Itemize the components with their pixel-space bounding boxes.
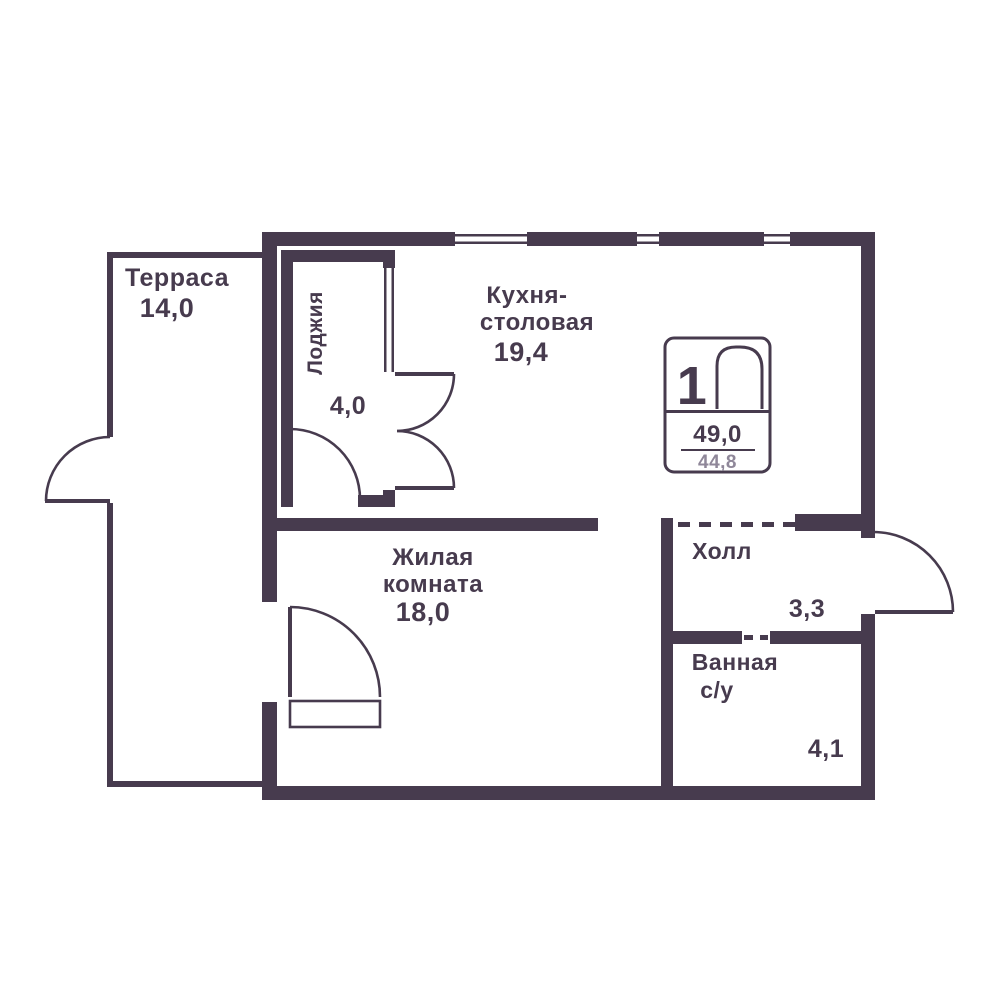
badge-divider: [666, 410, 769, 413]
apartment-badge: 1 49,0 44,8: [663, 336, 772, 474]
wall-hall-bathroom-left: [661, 631, 742, 644]
loggia-wall-right-stub-top: [383, 250, 395, 268]
loggia-wall-bottom: [358, 495, 395, 507]
living-door-leaf: [288, 607, 292, 697]
room-label-hall: Холл: [692, 538, 752, 564]
wall-right-lower: [861, 614, 875, 800]
outer-walls: [262, 232, 875, 800]
window-small-icon: [764, 234, 790, 237]
room-area-loggia: 4,0: [330, 392, 366, 420]
terrace-door-leaf: [45, 499, 110, 503]
windows-top-wall: [455, 232, 790, 246]
entrance-door: [872, 530, 955, 614]
room-label-bathroom-2: с/у: [700, 677, 733, 703]
room-label-living-line2: комната: [383, 571, 483, 598]
room-label-bathroom: Ванная: [692, 649, 778, 675]
wall-top: [262, 232, 875, 246]
loggia-door: [288, 427, 362, 500]
window-small-icon: [637, 234, 659, 237]
badge-divider-thin: [681, 449, 755, 451]
wall-hall-bathroom-right: [770, 631, 861, 644]
kitchen-double-door: [395, 372, 456, 490]
kitchen-door-leaf-bottom: [395, 486, 454, 490]
living-door-sill: [288, 699, 382, 729]
room-area-bathroom: 4,1: [808, 735, 844, 763]
loggia-window-icon: [384, 268, 387, 372]
room-label-terrace: Терраса: [125, 264, 230, 292]
wall-left-lower: [262, 702, 277, 800]
loggia-wall-top: [281, 250, 395, 262]
interior-walls: [276, 514, 861, 787]
kitchen-door-arc-icon: [396, 429, 456, 489]
wall-right-upper: [861, 232, 875, 538]
living-door-arc-icon: [289, 605, 382, 698]
room-label-kitchen-line1: Кухня-: [486, 282, 567, 309]
loggia-walls: [281, 250, 395, 507]
wall-bottom: [262, 786, 875, 800]
terrace-wall-left-lower: [107, 503, 113, 787]
window-kitchen-icon: [455, 234, 527, 237]
room-label-living-line1: Жилая: [391, 544, 474, 571]
terrace-walls: [107, 252, 262, 787]
living-terrace-door: [288, 605, 382, 729]
window-small-icon: [764, 241, 790, 244]
kitchen-door-arc-icon: [396, 373, 456, 433]
loggia-window-icon: [391, 268, 394, 372]
kitchen-door-leaf-top: [395, 372, 454, 376]
terrace-wall-left-upper: [107, 252, 113, 437]
wall-living-hall: [661, 518, 673, 787]
badge-area-bottom: 44,8: [698, 452, 737, 473]
loggia-door-arc-icon: [289, 427, 362, 500]
room-area-living: 18,0: [396, 597, 451, 627]
badge-area-top: 49,0: [693, 421, 742, 448]
room-label-kitchen-line2: столовая: [480, 309, 594, 336]
room-area-terrace: 14,0: [140, 293, 195, 323]
wall-left-upper: [262, 232, 277, 602]
terrace-wall-top: [107, 252, 262, 258]
wall-kitchen-living: [276, 518, 598, 531]
terrace-wall-bottom: [107, 781, 262, 787]
door-frame-icon: [715, 345, 764, 409]
room-area-hall: 3,3: [789, 595, 825, 623]
terrace-door: [44, 435, 111, 503]
window-kitchen-icon: [455, 241, 527, 244]
entrance-door-arc-icon: [872, 530, 955, 613]
badge-rooms-count: 1: [677, 356, 708, 416]
entrance-door-leaf: [875, 610, 953, 614]
loggia-door-leaf: [288, 429, 292, 499]
room-label-loggia: Лоджия: [304, 291, 327, 375]
window-small-icon: [637, 241, 659, 244]
terrace-door-arc-icon: [44, 435, 111, 502]
room-area-kitchen: 19,4: [494, 337, 549, 367]
wall-entrance-stub: [795, 514, 861, 531]
room-labels: Терраса 14,0 Лоджия 4,0 Кухня- столовая …: [125, 264, 844, 763]
